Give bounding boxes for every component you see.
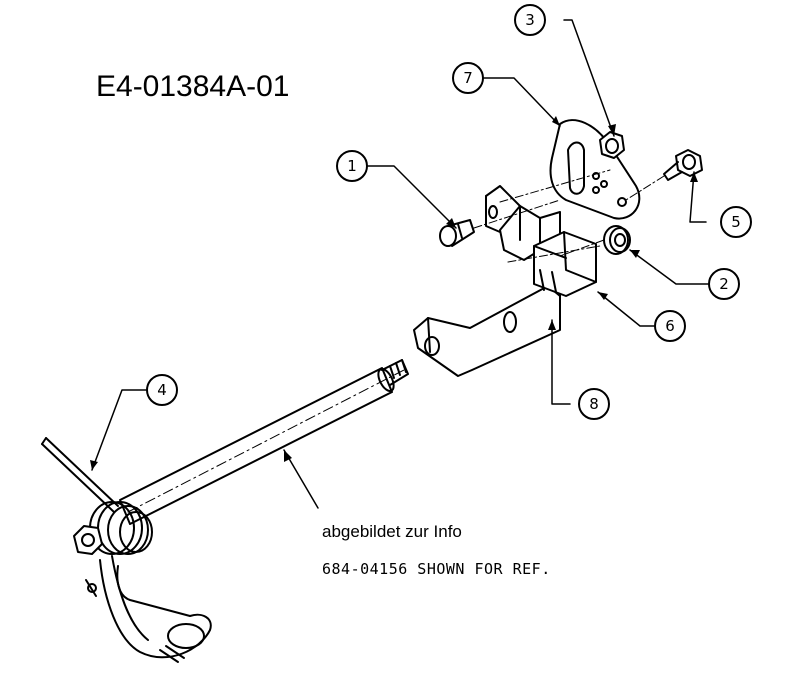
callout-1-label: 1 xyxy=(347,157,357,175)
callout-4-label: 4 xyxy=(157,381,167,399)
callout-1: 1 xyxy=(336,150,368,182)
bracket xyxy=(413,185,561,377)
callout-2-label: 2 xyxy=(719,275,729,293)
callout-8: 8 xyxy=(578,388,610,420)
bolt-1 xyxy=(439,219,475,247)
callouts: 1 2 3 4 5 6 7 xyxy=(146,4,752,420)
assembly-lines xyxy=(473,169,665,263)
reference-note-german: abgebildet zur Info xyxy=(322,522,462,541)
arrowheads xyxy=(90,116,698,470)
callout-7: 7 xyxy=(452,62,484,94)
nut-2 xyxy=(603,225,631,255)
nut-3 xyxy=(599,131,625,159)
bolt-5 xyxy=(663,149,703,181)
callout-6-label: 6 xyxy=(665,317,675,335)
spring-lever xyxy=(41,437,212,663)
callout-5-label: 5 xyxy=(731,213,741,231)
part-number-title: E4-01384A-01 xyxy=(96,70,290,103)
callout-3: 3 xyxy=(514,4,546,36)
callout-2: 2 xyxy=(708,268,740,300)
leader-lines xyxy=(91,19,709,509)
callout-8-label: 8 xyxy=(589,395,599,413)
reference-note-english: 684-04156 SHOWN FOR REF. xyxy=(322,560,551,578)
callout-5: 5 xyxy=(720,206,752,238)
callout-6: 6 xyxy=(654,310,686,342)
callout-3-label: 3 xyxy=(525,11,535,29)
callout-7-label: 7 xyxy=(463,69,473,87)
callout-4: 4 xyxy=(146,374,178,406)
plate xyxy=(549,119,641,220)
